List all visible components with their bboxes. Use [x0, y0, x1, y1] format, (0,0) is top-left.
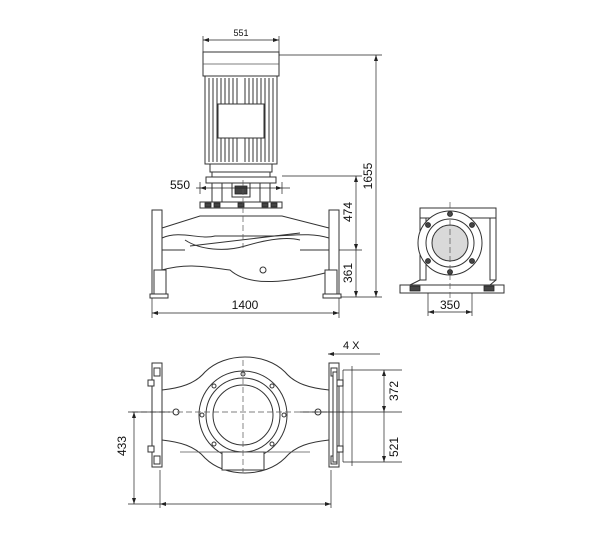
coupling-lantern	[199, 176, 283, 209]
side-view: 350	[399, 202, 505, 316]
front-view: 551 550 1655 474	[149, 28, 382, 318]
dimension-label-361: 361	[341, 263, 355, 283]
dimension-label-474: 474	[341, 202, 355, 222]
dimension-overall-height: 1655	[279, 54, 382, 298]
dimension-upper-height: 474	[282, 175, 362, 250]
dimension-label-372: 372	[387, 381, 401, 401]
dimension-motor-width: 551	[202, 28, 280, 52]
dimension-length: 1400	[151, 298, 340, 318]
dimension-foot-width: 350	[427, 293, 473, 316]
cooling-fins	[208, 78, 274, 162]
pump-housing	[149, 209, 342, 299]
dimension-label-350: 350	[440, 298, 460, 312]
dimension-label-550: 550	[170, 178, 190, 192]
dimension-label-551: 551	[233, 28, 248, 38]
dimension-label-433: 433	[115, 436, 129, 456]
dimension-label-521: 521	[387, 437, 401, 457]
dimension-label-1655: 1655	[361, 162, 375, 189]
dimension-label-1400: 1400	[232, 298, 259, 312]
top-view: 4 X 372 521 433	[115, 340, 402, 508]
dimension-bottom-offset: 521	[343, 412, 402, 463]
dimension-label-4x: 4 X	[343, 340, 360, 352]
motor	[202, 51, 280, 178]
dimension-top-offset: 372	[300, 369, 402, 413]
dimension-lower-height: 361	[339, 249, 362, 297]
dimension-holes: 4 X	[328, 340, 380, 356]
dimension-flange-width: 550	[170, 178, 290, 194]
dimension-side-offset: 433	[115, 411, 170, 505]
dimension-bottom-length	[159, 470, 332, 508]
